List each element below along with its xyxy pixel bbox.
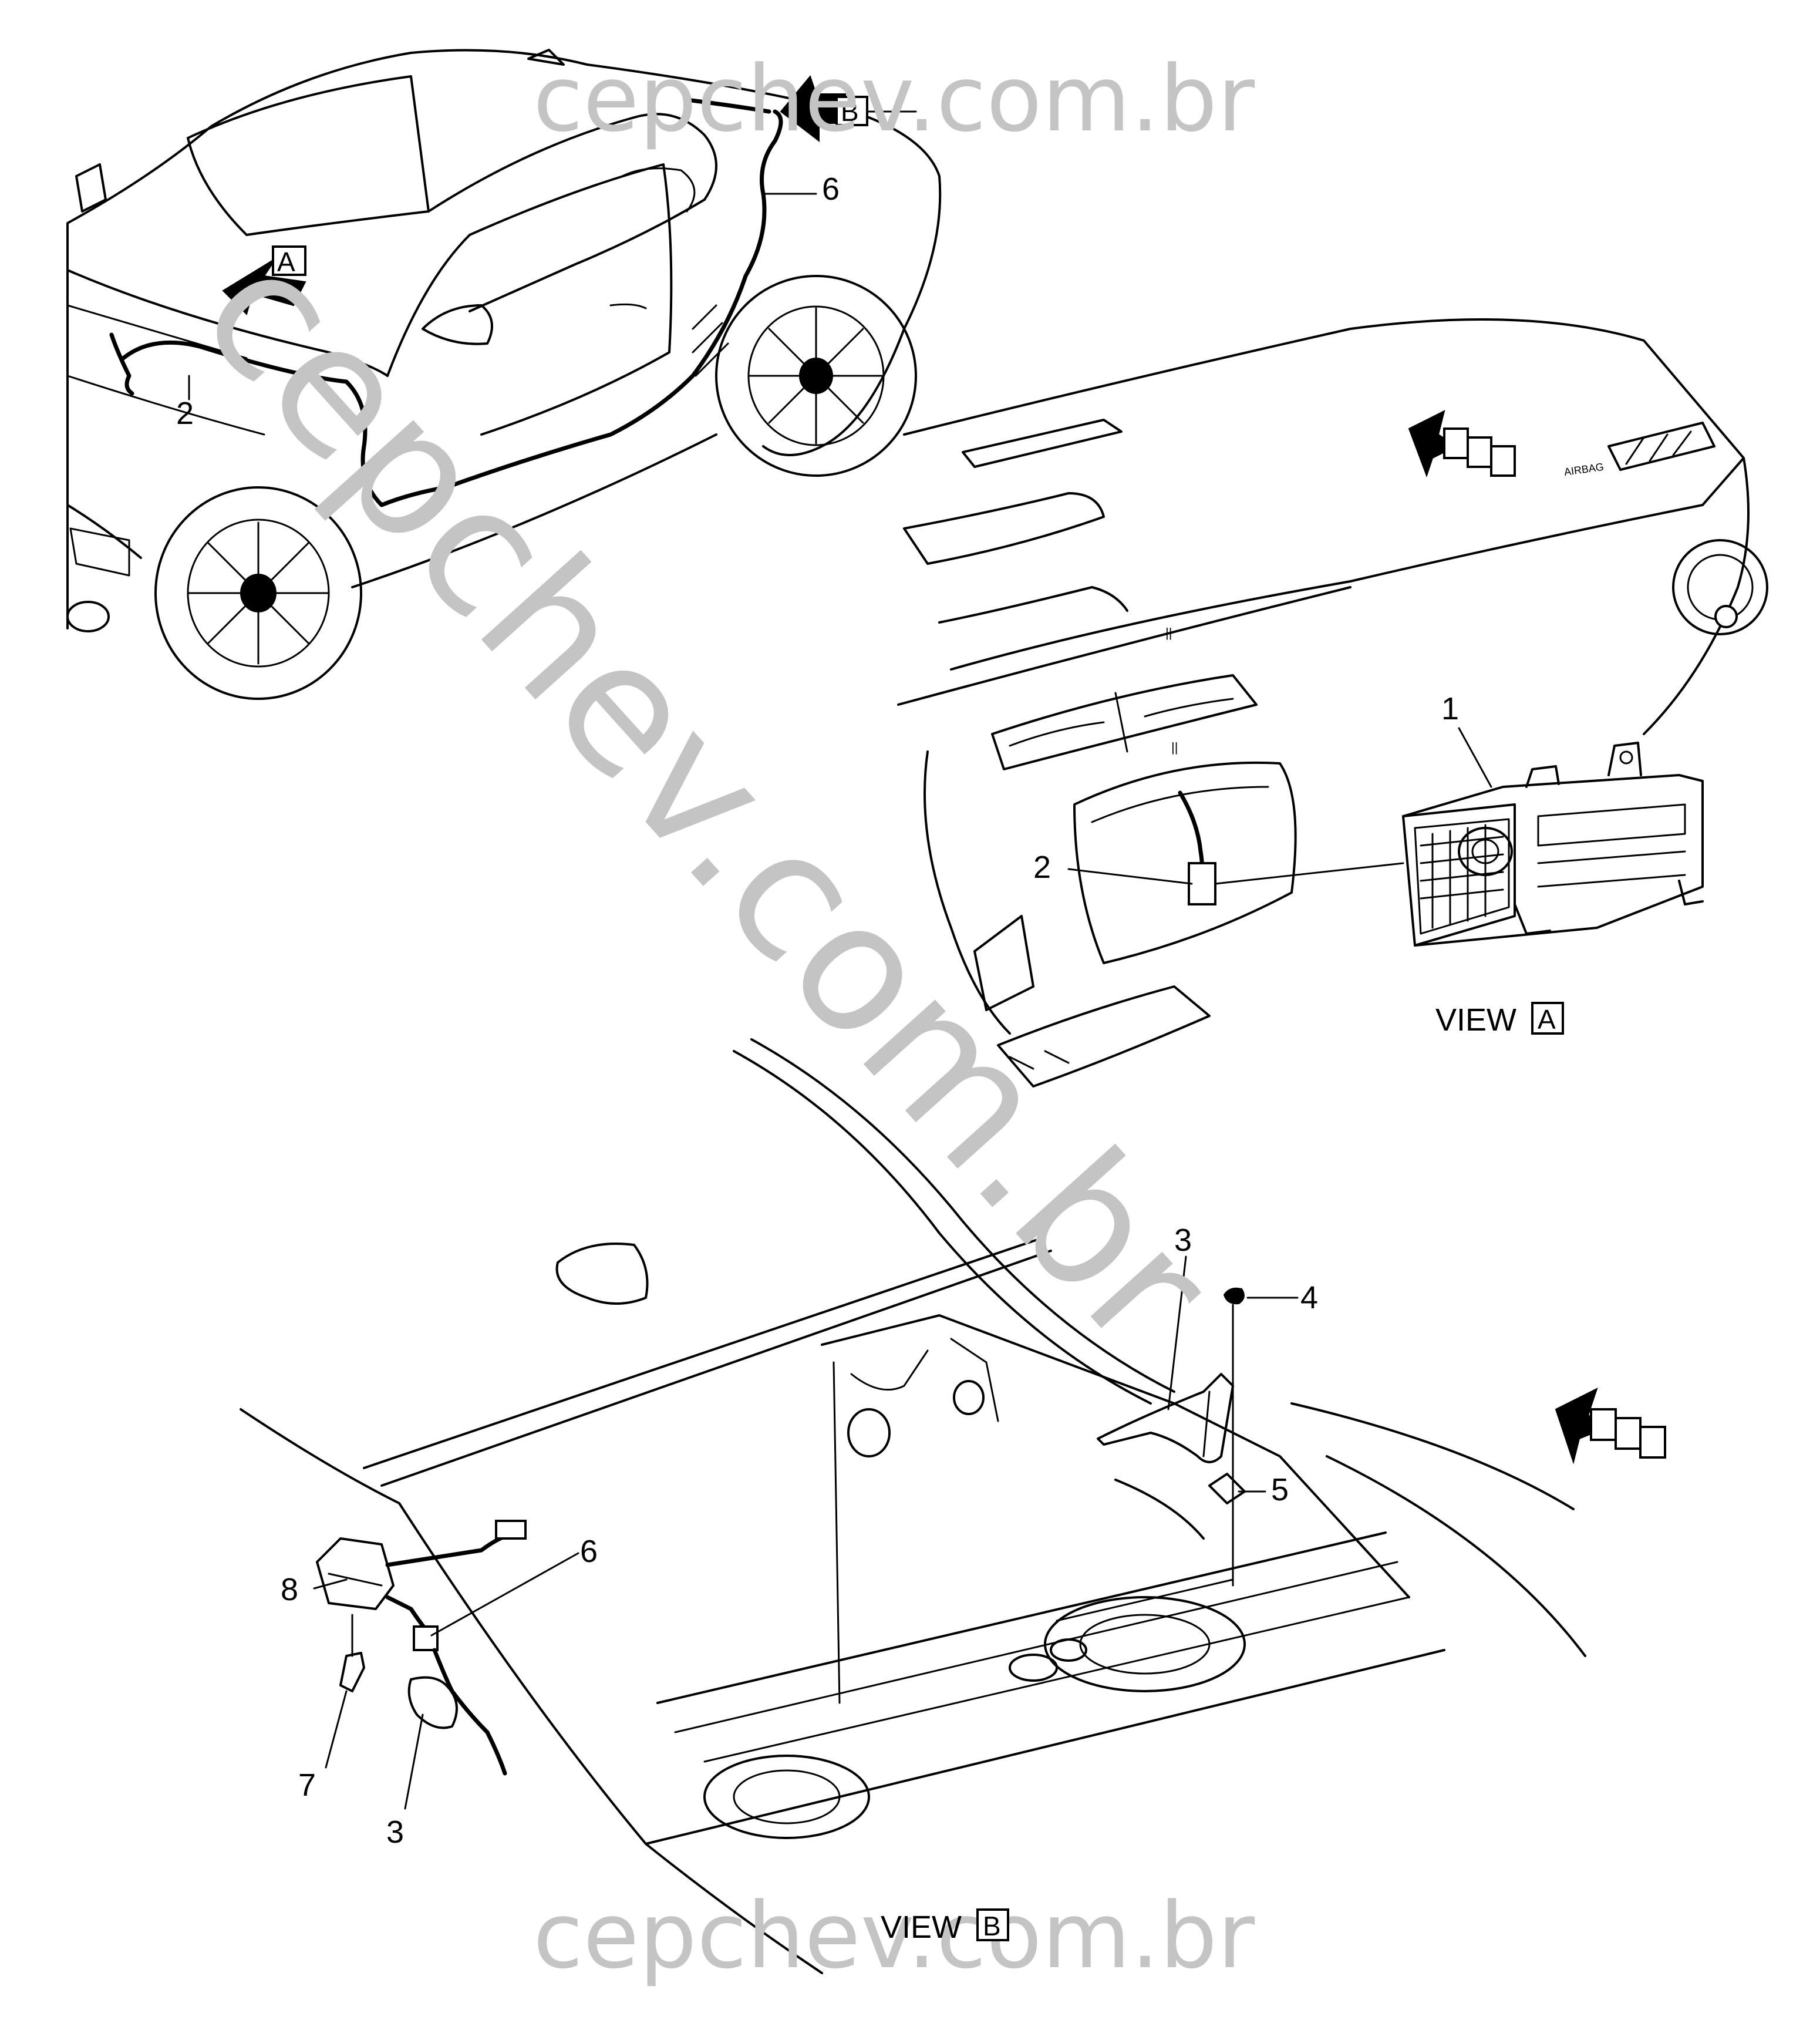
svg-text:5: 5 (1271, 1472, 1289, 1507)
callout-1: 1 (1441, 691, 1492, 788)
svg-text:4: 4 (1300, 1280, 1318, 1315)
front-direction-icon (1408, 410, 1516, 477)
callout-6-trunk: 6 (430, 1534, 598, 1637)
svg-text:6: 6 (580, 1534, 598, 1569)
svg-text:B: B (983, 1911, 1001, 1941)
svg-text:3: 3 (1174, 1223, 1192, 1258)
watermark-bottom: cepchev.com.br (533, 1883, 1255, 1989)
svg-text:1: 1 (1441, 691, 1459, 726)
callout-6-car: 6 (762, 171, 840, 207)
callout-3-top: 3 (1167, 1223, 1192, 1410)
callout-2-dash: 2 (1033, 850, 1193, 885)
car-overview (66, 49, 942, 700)
dashboard-view-a: || || AIRBAG (897, 318, 1768, 1088)
airbag-label: AIRBAG (1563, 461, 1605, 478)
svg-text:6: 6 (822, 171, 840, 207)
svg-text:A: A (1538, 1004, 1556, 1035)
view-a-arrow-letter: A (277, 247, 295, 277)
callout-3-bottom: 3 (386, 1713, 424, 1850)
svg-text:||: || (1171, 740, 1178, 755)
svg-text:||: || (1165, 625, 1172, 640)
view-a-label: VIEW A (1435, 1002, 1564, 1038)
callout-4: 4 (1246, 1280, 1318, 1315)
callout-5: 5 (1238, 1472, 1289, 1507)
svg-text:2: 2 (1033, 850, 1051, 885)
radio-module (1402, 742, 1704, 947)
trunk-view-b (240, 1038, 1666, 1974)
view-b-arrow: B (780, 75, 917, 143)
callout-7: 7 (298, 1690, 348, 1803)
callout-2-car: 2 (176, 375, 194, 431)
view-b-arrow-letter: B (841, 96, 859, 127)
svg-text:2: 2 (176, 396, 194, 431)
svg-text:3: 3 (386, 1814, 404, 1850)
callout-8: 8 (281, 1572, 348, 1607)
svg-text:7: 7 (298, 1768, 316, 1803)
view-a-arrow: A (222, 245, 306, 315)
svg-text:8: 8 (281, 1572, 298, 1607)
svg-text:VIEW: VIEW (1435, 1002, 1516, 1038)
svg-text:VIEW: VIEW (881, 1910, 962, 1945)
watermark-top: cepchev.com.br (533, 46, 1255, 152)
view-b-label: VIEW B (881, 1908, 1009, 1945)
